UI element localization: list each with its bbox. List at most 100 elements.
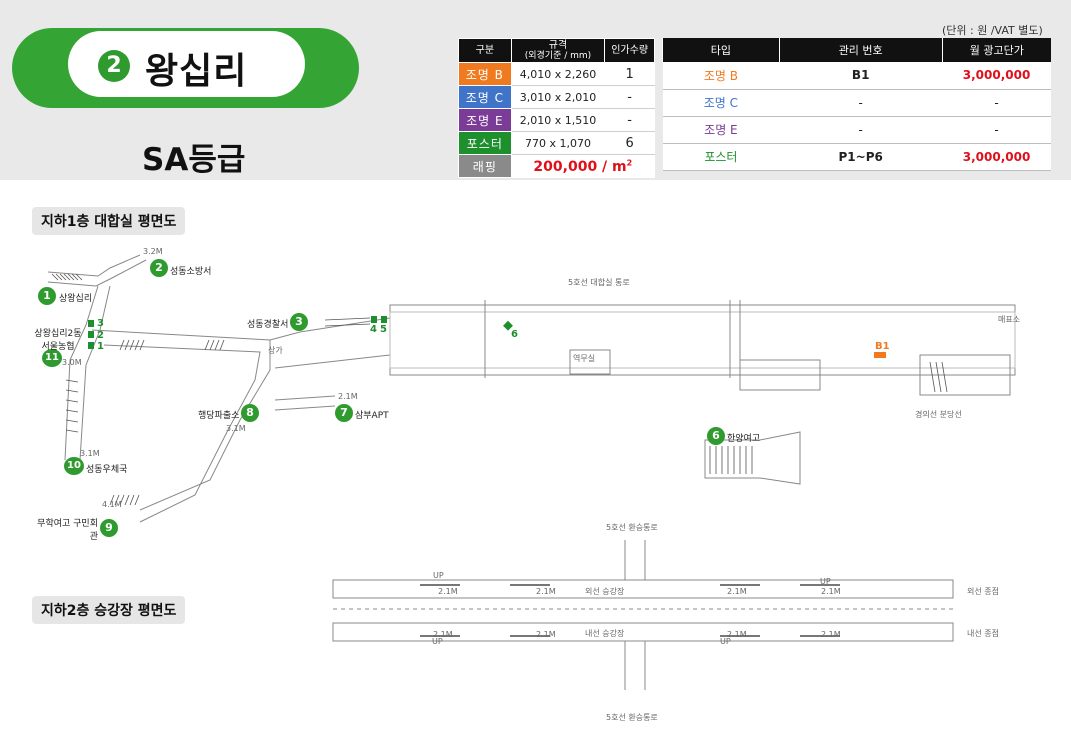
spec-row-count: 6 xyxy=(604,131,655,155)
spec-row-size: 4,010 x 2,260 xyxy=(510,62,606,86)
poster-marker-label: 3 xyxy=(97,318,104,329)
poster-marker-label: 4 xyxy=(370,324,377,335)
spec-header-count: 인가수량 xyxy=(604,38,655,63)
station-name: 왕십리 xyxy=(145,51,248,92)
dim-label: 2.1M xyxy=(433,630,453,639)
price-row: 포스터 P1~P6 3,000,000 xyxy=(662,143,1051,171)
exit-number: 1 xyxy=(38,287,56,305)
dim-label: 3.2M xyxy=(143,247,163,256)
map-label-station-office: 역무실 xyxy=(573,354,596,363)
spec-row: 조명 B 4,010 x 2,260 1 xyxy=(458,62,655,86)
spec-table: 구분 규격(외경기준 / mm) 인가수량 조명 B 4,010 x 2,260… xyxy=(458,38,656,178)
spec-row-size: 3,010 x 2,010 xyxy=(510,85,606,109)
dim-label: 3.1M xyxy=(226,424,246,433)
floor-label-b1: 지하1층 대합실 평면도 xyxy=(32,207,186,235)
spec-row-label: 조명 C xyxy=(458,85,512,109)
spec-header-size-sub: (외경기준 / mm) xyxy=(524,50,592,61)
dim-label: 2.1M xyxy=(727,587,747,596)
exit-number: 10 xyxy=(64,457,84,475)
wrapping-label: 래핑 xyxy=(458,154,512,178)
header-band: 2 왕십리 SA등급 (단위 : 원 /VAT 별도) 구분 규격(외경기준 /… xyxy=(0,0,1071,180)
up-label: UP xyxy=(432,637,443,646)
dim-label: 2.1M xyxy=(536,587,556,596)
exit-name: 상왕십리2동 서울농협 xyxy=(34,329,82,352)
spec-row-count: 1 xyxy=(604,62,655,86)
map-label-inner-terminal: 내선 종점 xyxy=(967,629,999,638)
map-label-outer-terminal: 외선 종점 xyxy=(967,587,999,596)
price-row-type: 조명 E xyxy=(662,116,780,144)
price-row: 조명 B B1 3,000,000 xyxy=(662,62,1051,90)
spec-row-label: 포스터 xyxy=(458,131,512,155)
spec-row: 조명 E 2,010 x 1,510 - xyxy=(458,108,655,132)
dim-label: 2.1M xyxy=(727,630,747,639)
spec-header-size: 규격(외경기준 / mm) xyxy=(510,38,606,63)
exit-number: 7 xyxy=(335,404,353,422)
exit-number: 9 xyxy=(100,519,118,537)
dim-label: 2.1M xyxy=(438,587,458,596)
exit-name: 무학여고 구민회관 xyxy=(37,519,98,542)
exit-name: 성동우체국 xyxy=(86,465,128,475)
map-label-shops: 상가 xyxy=(268,346,283,355)
wrapping-rate-unit: 2 xyxy=(626,157,633,167)
spec-row: 조명 C 3,010 x 2,010 - xyxy=(458,85,655,109)
price-row-id: P1~P6 xyxy=(779,143,943,171)
up-label: UP xyxy=(433,571,444,580)
spec-row-size: 770 x 1,070 xyxy=(510,131,606,155)
exit-name: 한양여고 xyxy=(727,434,761,444)
map-label-line5-mid: 5호선 환승통로 xyxy=(606,523,658,532)
spec-row-size: 2,010 x 1,510 xyxy=(510,108,606,132)
exit-number: 3 xyxy=(290,313,308,331)
dim-label: 2.1M xyxy=(821,587,841,596)
dim-label: 3.1M xyxy=(80,449,100,458)
floor-label-b2: 지하2층 승강장 평면도 xyxy=(32,596,186,624)
lighting-marker-label: B1 xyxy=(875,341,890,352)
price-header-id: 관리 번호 xyxy=(778,38,943,62)
price-row: 조명 E - - xyxy=(662,116,1051,144)
exit-number: 8 xyxy=(241,404,259,422)
poster-marker-label: 5 xyxy=(380,324,387,335)
price-row-type: 포스터 xyxy=(662,143,780,171)
exit-name: 성동경찰서 xyxy=(247,320,289,330)
map-label-outer-platform: 외선 승강장 xyxy=(585,587,625,596)
map-label-gyeongui: 경의선 분당선 xyxy=(915,410,962,419)
poster-marker-label: 2 xyxy=(97,330,104,341)
price-row-type: 조명 B xyxy=(662,62,780,90)
dim-label: 2.1M xyxy=(536,630,556,639)
price-row: 조명 C - - xyxy=(662,89,1051,117)
price-row-price: - xyxy=(942,116,1051,144)
exit-name: 행당파출소 xyxy=(198,411,240,421)
spec-row: 포스터 770 x 1,070 6 xyxy=(458,131,655,155)
price-row-price: - xyxy=(942,89,1051,117)
map-label-line5-bottom: 5호선 환승통로 xyxy=(606,713,658,722)
spec-row-count: - xyxy=(604,108,655,132)
dim-label: 2.1M xyxy=(821,630,841,639)
exit-number: 2 xyxy=(150,259,168,277)
dim-label: 2.1M xyxy=(338,392,358,401)
exit-name: 상왕십리 xyxy=(59,294,93,304)
map-label-line5-top: 5호선 대합실 통로 xyxy=(568,278,630,287)
price-row-id: B1 xyxy=(779,62,943,90)
price-row-price: 3,000,000 xyxy=(942,143,1051,171)
exit-number: 11 xyxy=(42,349,62,367)
spec-header-type: 구분 xyxy=(458,38,512,63)
up-label: UP xyxy=(720,637,731,646)
spec-row-label: 조명 B xyxy=(458,62,512,86)
wrapping-rate-value: 200,000 / m xyxy=(533,158,627,175)
poster-marker-label: 1 xyxy=(97,341,104,352)
price-row-price: 3,000,000 xyxy=(942,62,1051,90)
price-row-id: - xyxy=(779,89,943,117)
exit-number: 6 xyxy=(707,427,725,445)
wrapping-rate: 200,000 / m2 xyxy=(510,154,656,178)
price-row-id: - xyxy=(779,116,943,144)
dim-label: 3.0M xyxy=(62,358,82,367)
poster-marker-label: 6 xyxy=(511,329,518,340)
spec-header-size-main: 규격 xyxy=(548,39,568,51)
spec-row-label: 조명 E xyxy=(458,108,512,132)
price-header-type: 타입 xyxy=(662,38,780,62)
spec-row-count: - xyxy=(604,85,655,109)
exit-name: 성동소방서 xyxy=(170,267,212,277)
map-label-inner-platform: 내선 승강장 xyxy=(585,629,625,638)
price-header-price: 월 광고단가 xyxy=(941,38,1051,62)
map-label-ticket: 매표소 xyxy=(998,315,1021,324)
price-table: 타입 관리 번호 월 광고단가 조명 B B1 3,000,000 조명 C -… xyxy=(662,38,1051,171)
